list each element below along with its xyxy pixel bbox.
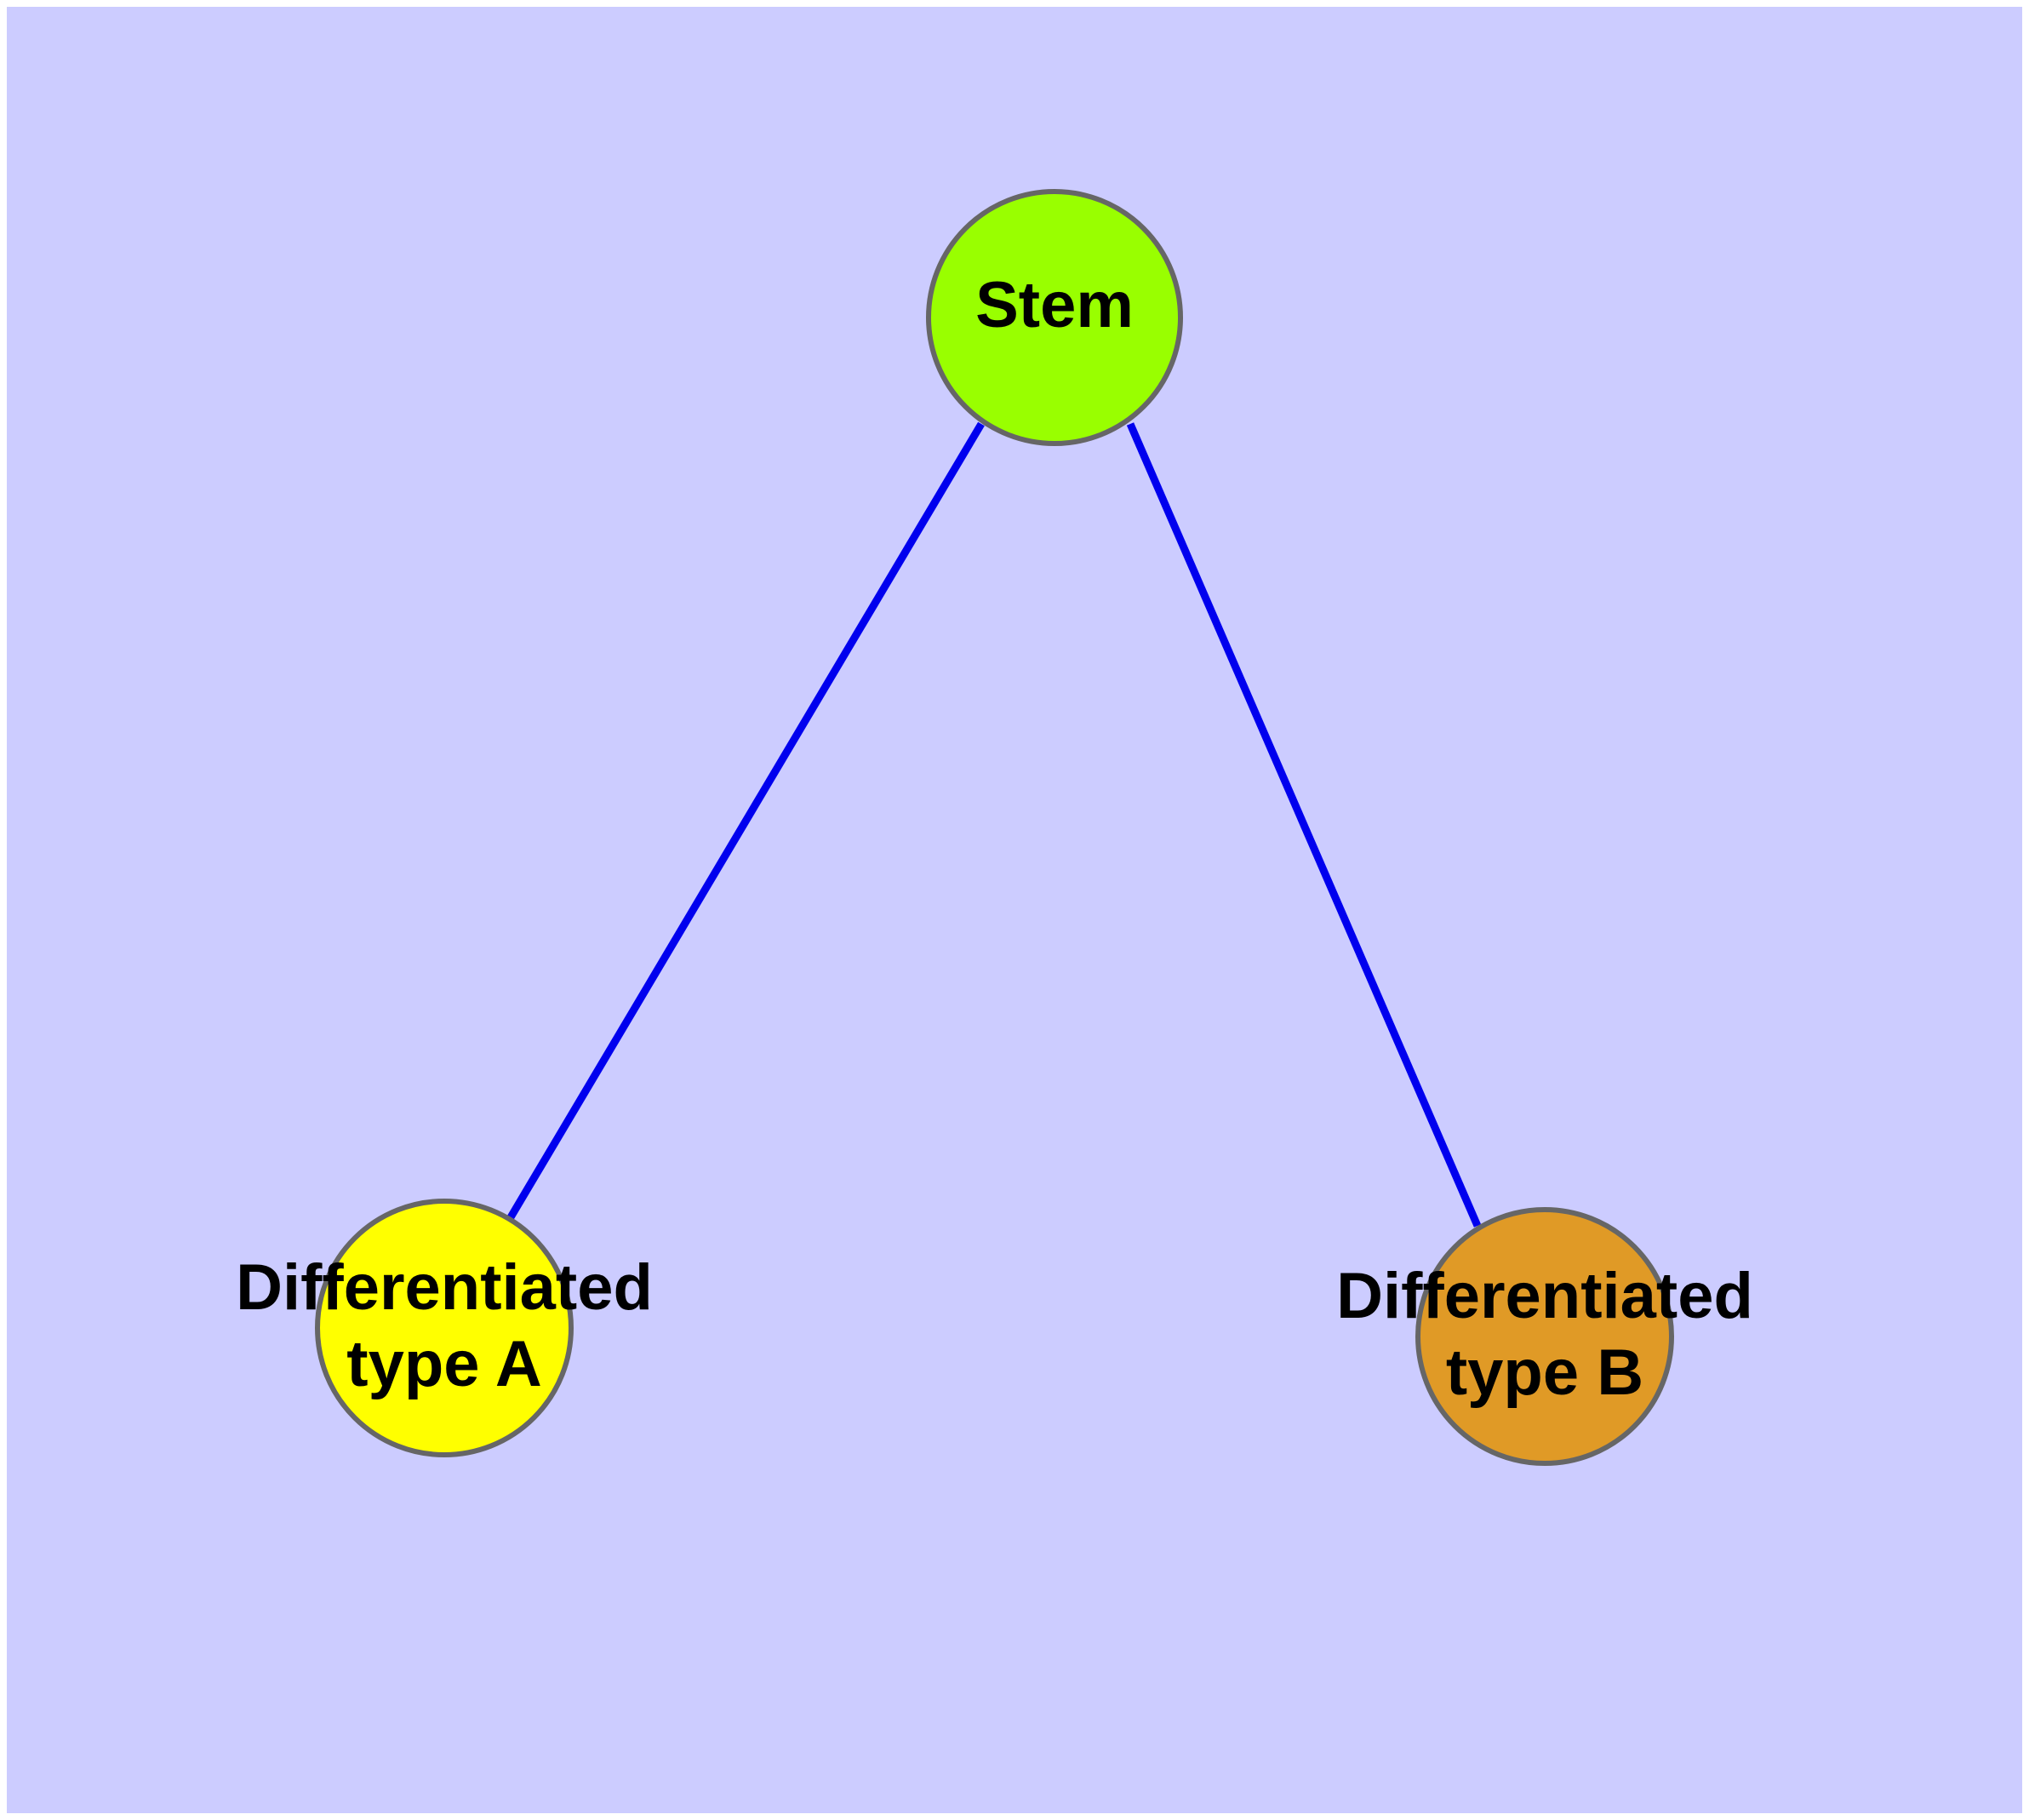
node-stem[interactable] [926,189,1183,446]
edge-layer [507,421,1482,1228]
edge-stem-to-type-b[interactable] [1126,422,1482,1228]
node-differentiated-type-b[interactable] [1415,1207,1674,1466]
node-differentiated-type-a[interactable] [315,1199,574,1457]
edge-stem-to-type-a[interactable] [507,421,985,1220]
diagram-plot-area: Stem Differentiated type A Differentiate… [7,7,2022,1813]
